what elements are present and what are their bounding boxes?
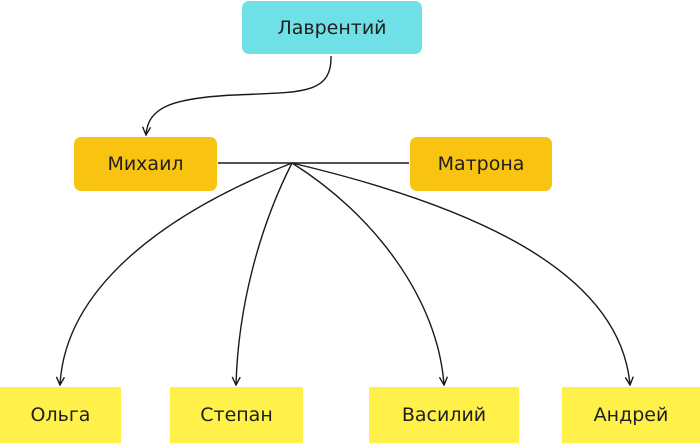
node-label: Василий (401, 404, 487, 426)
node-label: Лаврентий (277, 16, 387, 39)
node-olga: Ольга (0, 387, 121, 443)
node-mikhail: Михаил (74, 137, 217, 191)
node-label: Матрона (437, 153, 525, 175)
node-label: Андрей (593, 404, 669, 426)
node-label: Степан (200, 404, 273, 426)
node-matrona: Матрона (410, 137, 552, 191)
node-label: Михаил (107, 153, 184, 175)
edge-lavrenty-to-mikhail (146, 55, 332, 135)
node-lavrenty: Лаврентий (242, 1, 422, 54)
node-andrey: Андрей (562, 387, 700, 443)
node-label: Ольга (30, 404, 91, 426)
edge-couple-to-stepan (236, 162, 293, 385)
node-vasily: Василий (369, 387, 519, 443)
edge-couple-to-vasily (291, 162, 444, 385)
edge-couple-to-olga (60, 162, 293, 385)
edge-couple-to-andrey (291, 162, 630, 385)
node-stepan: Степан (170, 387, 303, 443)
